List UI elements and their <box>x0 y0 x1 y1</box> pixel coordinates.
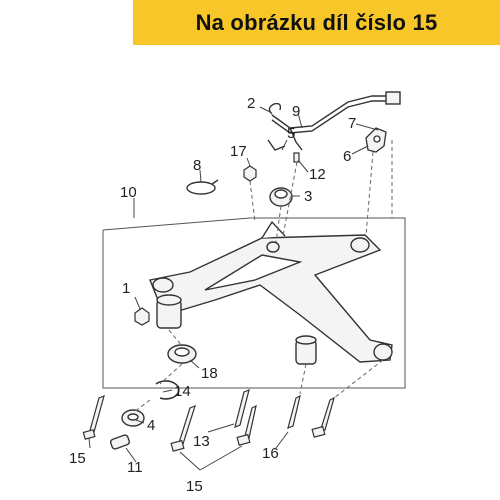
assembly-lines <box>133 140 393 413</box>
callout-13: 13 <box>193 433 210 450</box>
callout-5: 5 <box>287 125 295 142</box>
callout-4: 4 <box>147 417 155 434</box>
bolt-13 <box>234 389 250 428</box>
callout-2: 2 <box>247 95 255 112</box>
part-2-clip <box>268 102 282 115</box>
part-11-nut <box>109 434 131 450</box>
swing-arm <box>149 220 393 365</box>
part-17-nut <box>243 165 257 182</box>
callout-15-left: 15 <box>69 450 86 467</box>
title-banner: Na obrázku díl číslo 15 <box>133 0 500 45</box>
callout-16: 16 <box>262 445 279 462</box>
part-6-bracket <box>365 127 387 153</box>
callout-18: 18 <box>201 365 218 382</box>
callout-10: 10 <box>120 184 137 201</box>
bolt-15-center <box>170 404 196 452</box>
banner-title: Na obrázku díl číslo 15 <box>195 9 438 35</box>
callout-15-bottom: 15 <box>186 478 203 495</box>
callout-3: 3 <box>304 188 312 205</box>
callout-12: 12 <box>309 166 326 183</box>
callout-6: 6 <box>343 148 351 165</box>
callout-1: 1 <box>122 280 130 297</box>
callout-17: 17 <box>230 143 247 160</box>
bolt-16-a <box>236 404 257 446</box>
part-18-bushing <box>167 344 197 364</box>
callout-8: 8 <box>193 157 201 174</box>
callout-7: 7 <box>348 115 356 132</box>
assembly-frame <box>102 217 406 389</box>
bolt-15-left <box>82 394 105 440</box>
part-4-washer <box>121 409 145 427</box>
leader-lines <box>88 106 379 471</box>
bolt-16-c <box>311 396 335 438</box>
callout-9: 9 <box>292 103 300 120</box>
part-1-nut <box>134 307 150 326</box>
bolt-16-b <box>287 394 301 430</box>
callout-14: 14 <box>174 383 191 400</box>
brake-rod <box>267 91 401 151</box>
part-8-clamp <box>186 179 219 195</box>
callout-11: 11 <box>127 459 143 476</box>
part-14-circlip <box>155 380 180 400</box>
